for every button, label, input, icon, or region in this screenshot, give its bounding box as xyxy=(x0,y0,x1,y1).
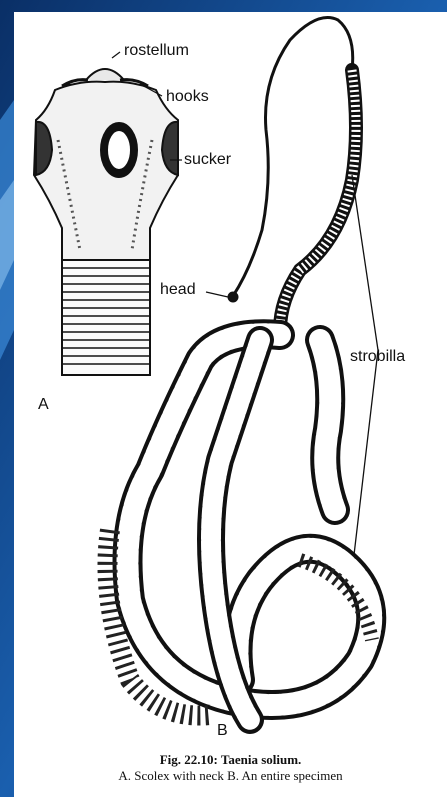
panel-label-b: B xyxy=(217,722,228,740)
label-sucker: sucker xyxy=(184,151,231,169)
label-head: head xyxy=(160,281,196,299)
label-rostellum: rostellum xyxy=(124,42,189,60)
label-hooks: hooks xyxy=(166,88,209,106)
caption-subtitle: A. Scolex with neck B. An entire specime… xyxy=(14,768,447,784)
panel-label-a: A xyxy=(38,396,49,414)
caption-title: Fig. 22.10: Taenia solium. xyxy=(14,752,447,768)
label-strobilla: strobilla xyxy=(350,348,405,366)
scolex-drawing xyxy=(34,52,182,375)
